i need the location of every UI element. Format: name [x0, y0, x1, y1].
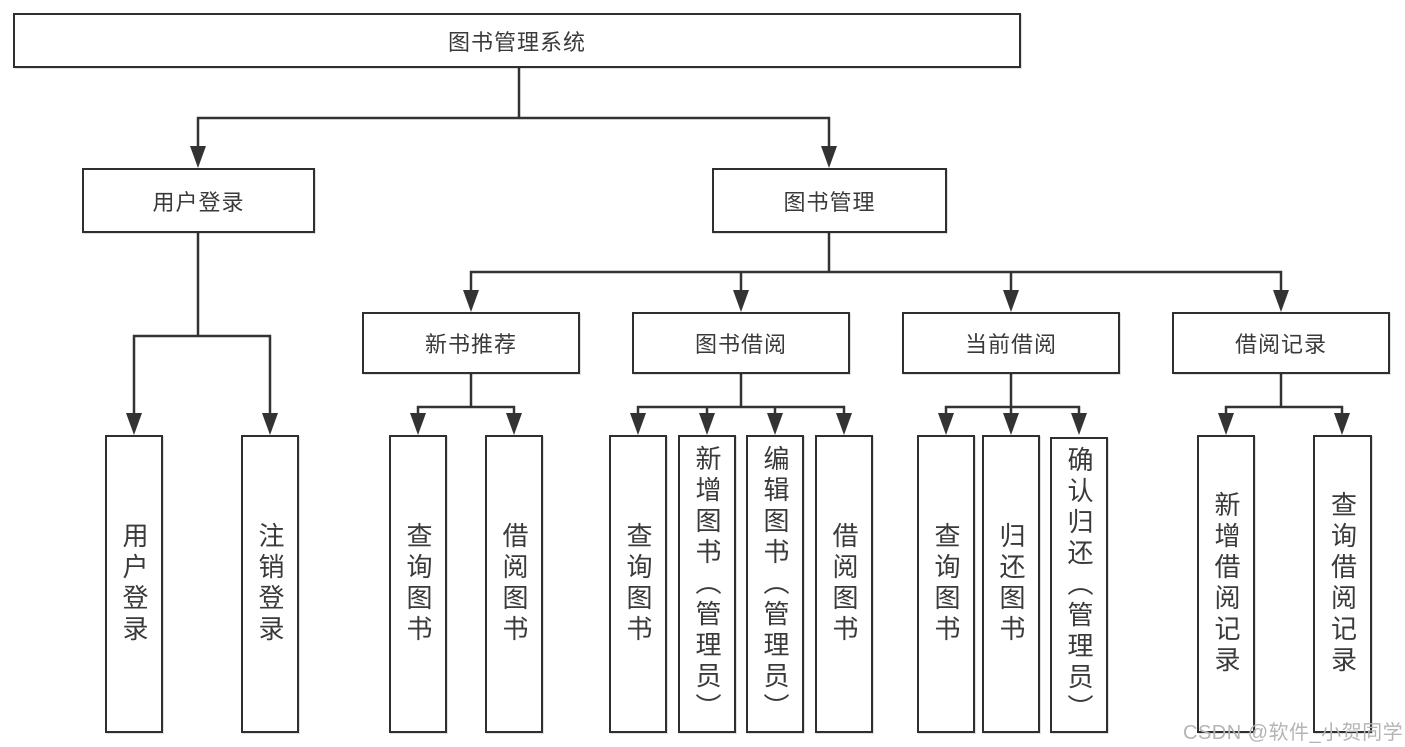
node-current-borrow-label: 当前借阅: [964, 332, 1057, 357]
arrowhead-icon: [126, 413, 142, 435]
arrowhead-icon: [836, 413, 852, 435]
node-current-borrow: 当前借阅: [902, 312, 1120, 374]
leaf-label: 用户登录: [119, 522, 149, 646]
leaf-edit-books-admin: 编辑图书（管理员）: [746, 435, 804, 733]
leaf-label: 归还图书: [996, 522, 1026, 646]
node-book-borrow-label: 图书借阅: [694, 332, 787, 357]
leaf-logout: 注销登录: [241, 435, 299, 733]
leaf-label: 编辑图书（管理员）: [760, 444, 790, 724]
leaf-query-books-recommend: 查询图书: [389, 435, 447, 733]
node-book-management: 图书管理: [712, 168, 947, 233]
leaf-query-books-current: 查询图书: [917, 435, 975, 733]
leaf-user-login: 用户登录: [105, 435, 163, 733]
node-book-borrow: 图书借阅: [632, 312, 850, 374]
arrowhead-icon: [1334, 413, 1350, 435]
node-root-system: 图书管理系统: [13, 13, 1021, 68]
leaf-return-books: 归还图书: [982, 435, 1040, 733]
leaf-borrow-books-recommend: 借阅图书: [485, 435, 543, 733]
leaf-label: 查询借阅记录: [1327, 491, 1358, 677]
leaf-label: 借阅图书: [829, 522, 859, 646]
arrowhead-icon: [767, 413, 783, 435]
leaf-add-books-admin: 新增图书（管理员）: [678, 435, 736, 733]
arrowhead-icon: [262, 413, 278, 435]
arrowhead-icon: [506, 413, 522, 435]
leaf-query-borrow-record: 查询借阅记录: [1313, 435, 1372, 733]
node-book-management-label: 图书管理: [783, 189, 876, 215]
arrowhead-icon: [463, 290, 479, 312]
edge-records-fork: [1224, 405, 1344, 420]
edge-login-fork: [132, 334, 272, 418]
arrowhead-icon: [1071, 413, 1087, 435]
arrowhead-icon: [410, 413, 426, 435]
leaf-add-borrow-record: 新增借阅记录: [1197, 435, 1255, 733]
leaf-label: 注销登录: [255, 522, 285, 646]
edge-borrow-fork: [636, 405, 846, 420]
node-new-book-recommend-label: 新书推荐: [424, 332, 517, 357]
arrowhead-icon: [630, 413, 646, 435]
node-borrow-records-label: 借阅记录: [1234, 332, 1327, 357]
leaf-label: 查询图书: [931, 522, 961, 646]
leaf-confirm-return-admin: 确认归还（管理员）: [1050, 437, 1108, 733]
node-borrow-records: 借阅记录: [1172, 312, 1390, 374]
leaf-label: 新增图书（管理员）: [692, 444, 722, 724]
arrowhead-icon: [1003, 413, 1019, 435]
leaf-label: 新增借阅记录: [1211, 491, 1241, 677]
arrowhead-icon: [1273, 290, 1289, 312]
leaf-label: 确认归还（管理员）: [1064, 445, 1094, 725]
leaf-borrow-books: 借阅图书: [815, 435, 873, 733]
csdn-watermark: CSDN @软件_小贺同学: [1183, 722, 1404, 744]
edge-recommend-fork: [416, 405, 516, 420]
leaf-label: 借阅图书: [499, 522, 529, 646]
edge-mgmt-fork: [469, 270, 1283, 296]
arrowhead-icon: [699, 413, 715, 435]
node-user-login: 用户登录: [82, 168, 315, 233]
edge-root-fork: [196, 116, 831, 152]
arrowhead-icon: [821, 146, 837, 168]
arrowhead-icon: [733, 290, 749, 312]
arrowhead-icon: [1003, 290, 1019, 312]
leaf-query-books-borrow: 查询图书: [609, 435, 667, 733]
node-user-login-label: 用户登录: [152, 189, 245, 215]
arrowhead-icon: [190, 146, 206, 168]
arrowhead-icon: [1218, 413, 1234, 435]
node-new-book-recommend: 新书推荐: [362, 312, 580, 374]
node-root-label: 图书管理系统: [447, 29, 586, 55]
leaf-label: 查询图书: [623, 522, 653, 646]
arrowhead-icon: [938, 413, 954, 435]
leaf-label: 查询图书: [403, 522, 433, 646]
